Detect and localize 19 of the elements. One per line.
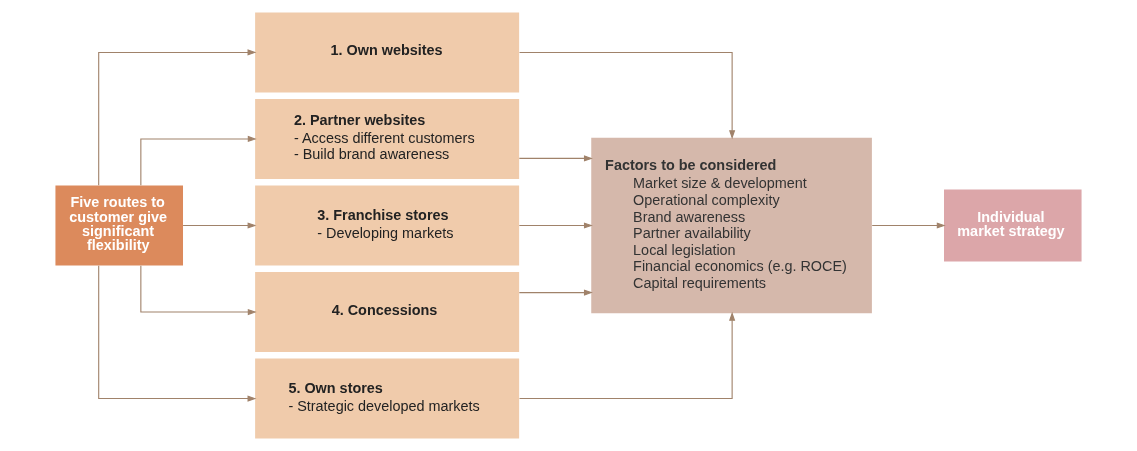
arrow xyxy=(518,155,593,162)
arrow xyxy=(871,222,946,229)
arrow xyxy=(140,135,257,186)
node-box: 5. Own stores - Strategic developed markets xyxy=(255,358,520,439)
arrow xyxy=(518,222,593,229)
node-box: 3. Franchise stores - Developing markets xyxy=(255,185,520,266)
arrow xyxy=(182,222,257,229)
node-box: 1. Own websites xyxy=(255,12,520,93)
arrow xyxy=(98,49,257,186)
node-box: Five routes to customer give significant flexibility xyxy=(55,185,183,266)
node-box: 4. Concessions xyxy=(255,272,520,352)
arrow xyxy=(140,265,257,316)
arrow xyxy=(518,289,593,296)
arrow xyxy=(518,311,736,400)
node-box: Factors to be considered Market size & development Operational complexity Brand awareness Partner availability Local legislation Financial economics (e.g. ROCE) Capital requirements xyxy=(591,137,872,314)
arrow xyxy=(518,51,736,140)
arrow xyxy=(98,265,257,402)
node-box: 2. Partner websites - Access different customers - Build brand awareness xyxy=(255,99,520,179)
node-box: Individual market strategy xyxy=(944,189,1082,262)
